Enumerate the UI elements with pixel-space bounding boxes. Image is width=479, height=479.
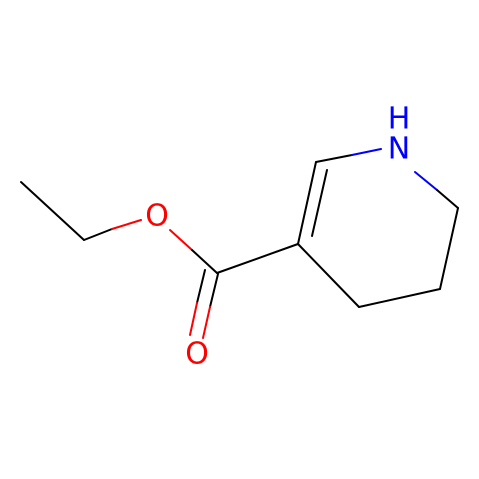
bond-ring-n-c6-nitrogen xyxy=(414,171,438,191)
bond-ch2-o-carbon-part xyxy=(83,228,113,241)
carbonyl-oxygen-label: O xyxy=(185,337,209,372)
bond-carbonyl-double-1-carbon xyxy=(209,273,219,308)
bond-o-carbonyl-oxygen-part xyxy=(169,229,193,251)
bond-carbonyl-ring xyxy=(216,243,299,274)
bond-carbonyl-double-2-carbon xyxy=(196,269,206,304)
bond-carbonyl-double-1-oxygen xyxy=(202,306,211,339)
bond-ch2-o-oxygen-part xyxy=(111,219,142,230)
bond-ring-n-c6-carbon xyxy=(436,189,459,209)
bond-carbonyl-double-2-oxygen xyxy=(189,302,198,336)
bond-ring-c2-n-carbon xyxy=(315,154,353,163)
ring-nitrogen-hydrogen-label: H xyxy=(388,102,411,137)
bond-ring-c5-c4 xyxy=(358,288,441,308)
bond-ring-c3-c2-inner xyxy=(311,169,328,237)
bond-ch3-ch2 xyxy=(20,181,85,241)
bond-ring-c2-n-nitrogen xyxy=(351,148,382,156)
bond-ring-c3-c2 xyxy=(297,161,317,245)
bond-ring-c4-c3 xyxy=(297,243,360,308)
ring-nitrogen-label: N xyxy=(388,132,410,167)
bond-o-carbonyl-carbon-part xyxy=(191,249,218,274)
bond-ring-c6-c5 xyxy=(439,207,459,290)
ester-oxygen-label: O xyxy=(145,199,169,234)
